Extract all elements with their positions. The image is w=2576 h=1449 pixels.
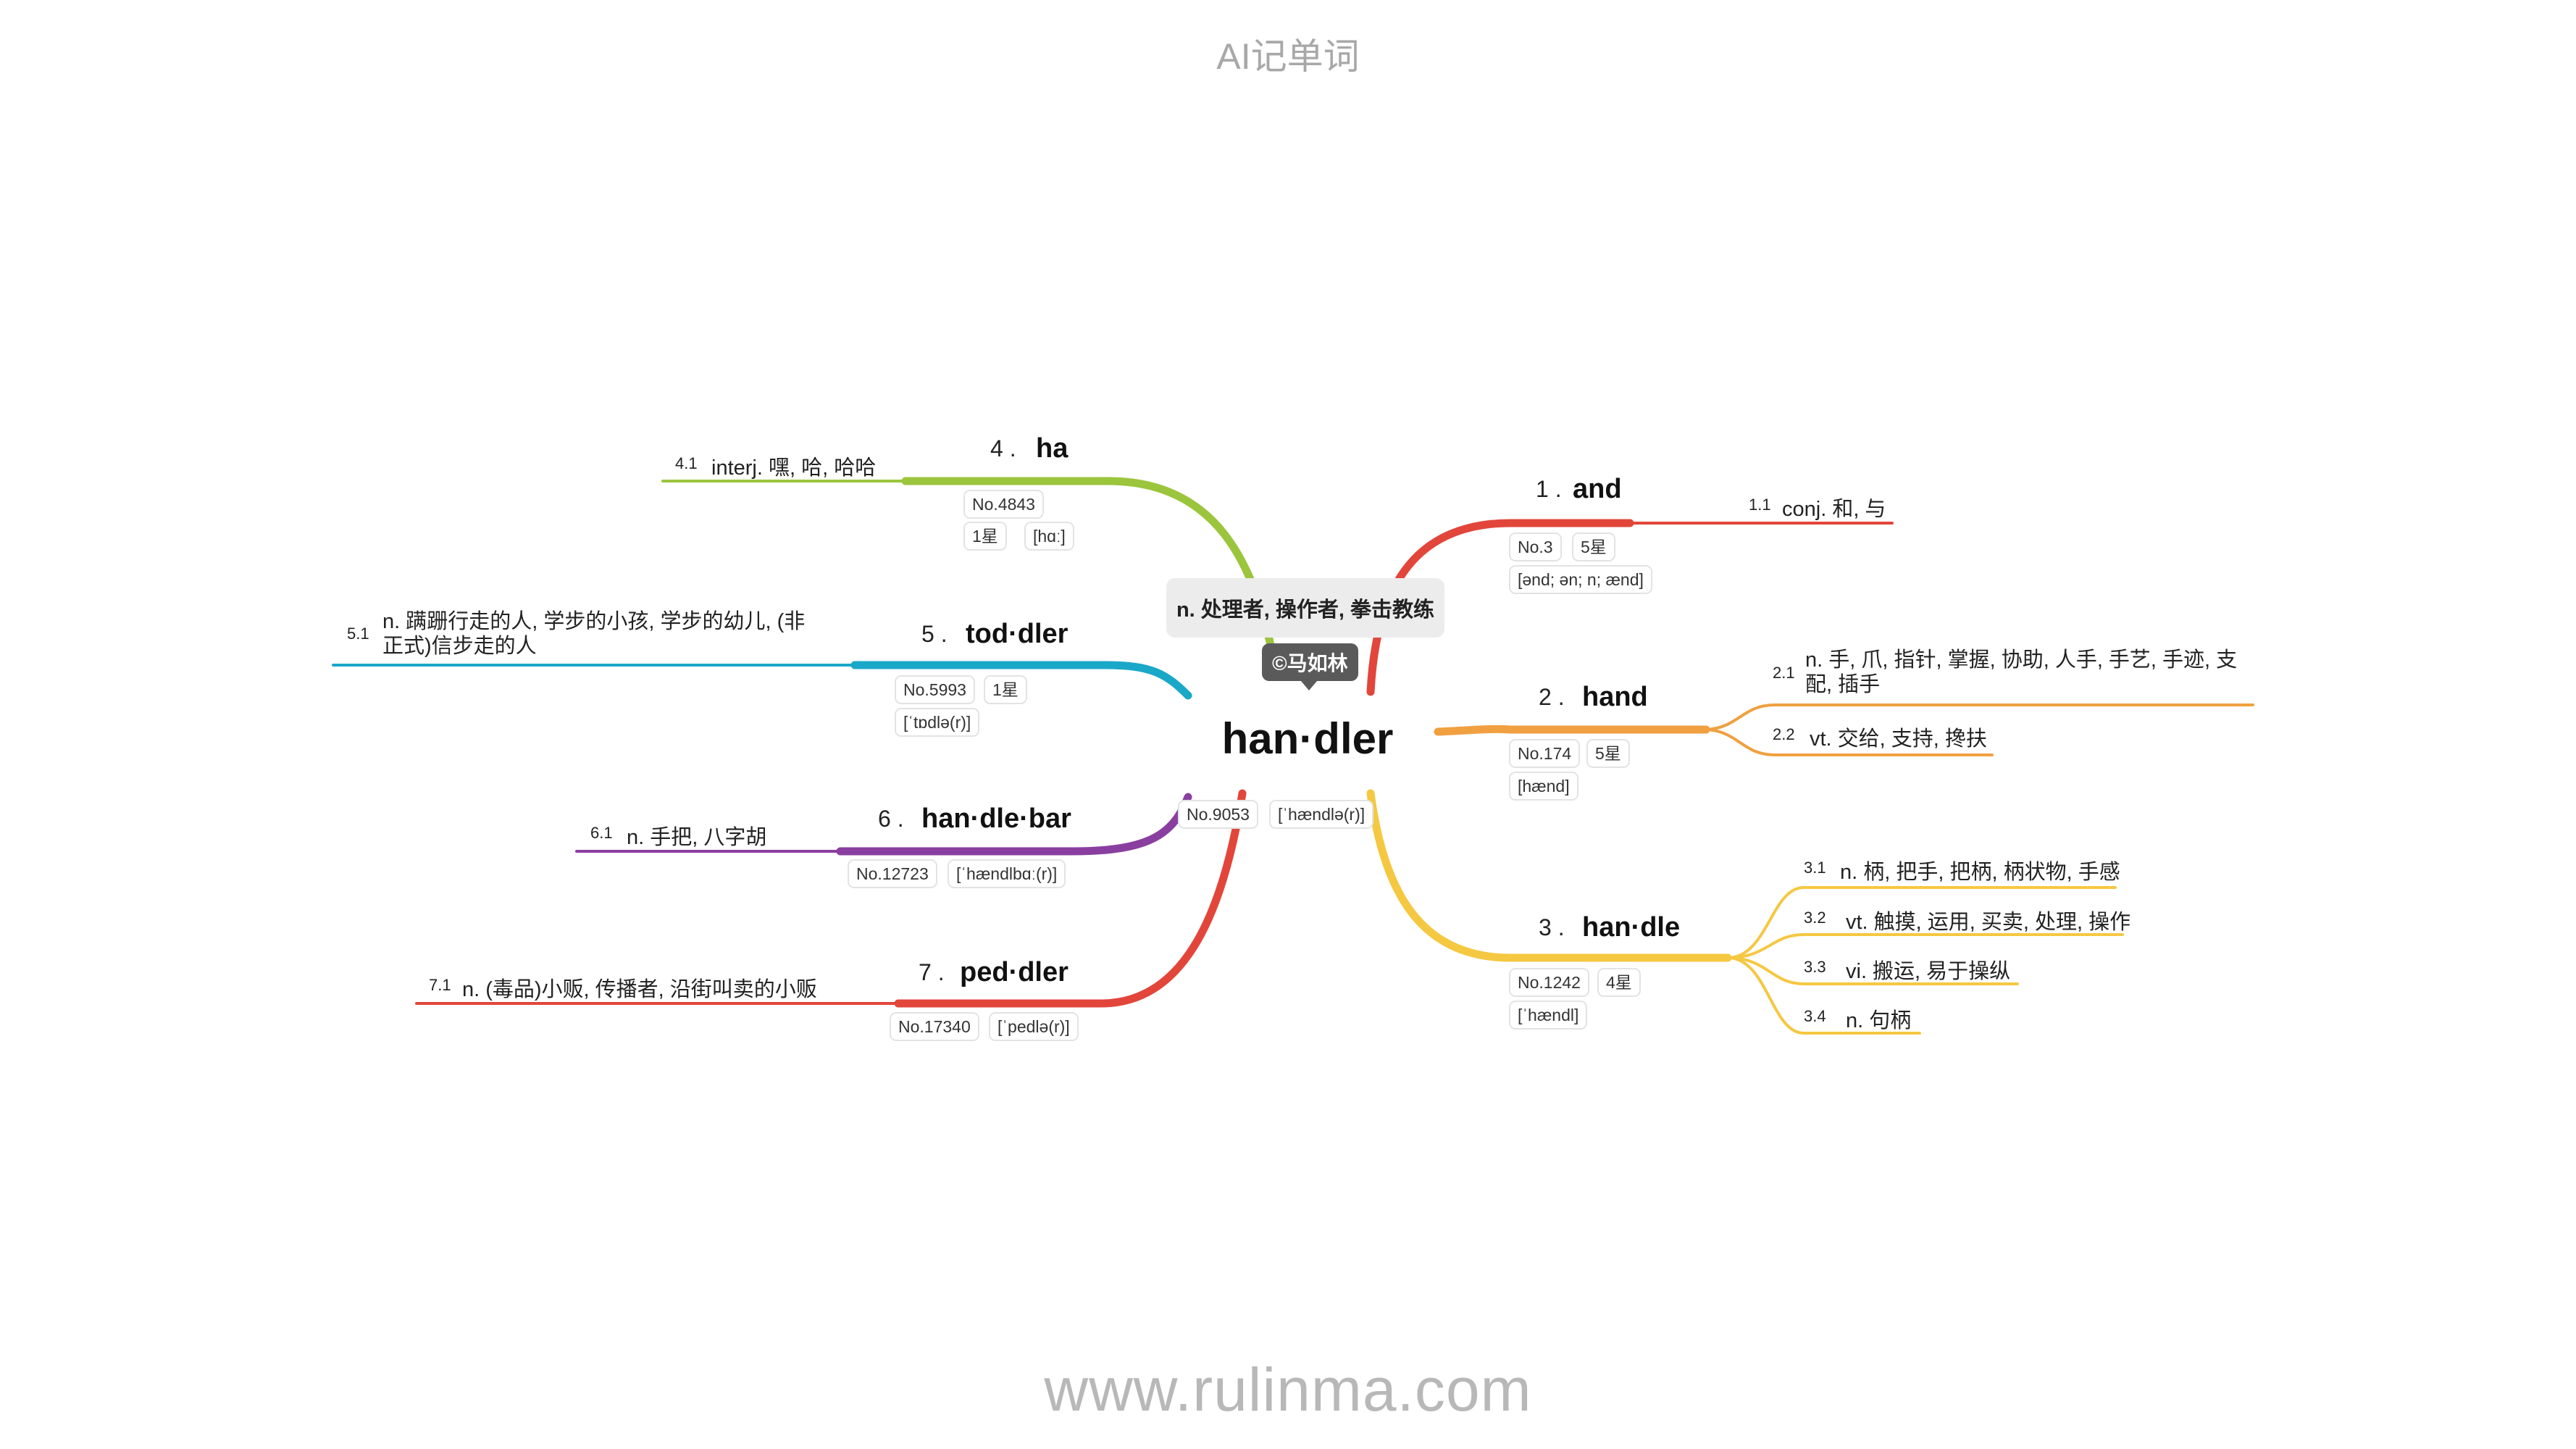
branch-5-index: 5 .	[921, 621, 948, 647]
sense-7-1-text: n. (毒品)小贩, 传播者, 沿街叫卖的小贩	[462, 978, 817, 1001]
branch-4-index: 4 .	[990, 435, 1016, 462]
branch-2-no-tag: No.174	[1509, 739, 1581, 768]
sense-3-4-number: 3.4	[1804, 1007, 1826, 1025]
sense-2-1-text: n. 手, 爪, 指针, 掌握, 协助, 人手, 手艺, 手迹, 支配, 插手	[1805, 648, 2238, 696]
center-phonetic-tag: [ˈhændlə(r)]	[1269, 800, 1374, 829]
branch-3-stars-tag: 4星	[1597, 968, 1641, 997]
branch-2-phonetic-tag: [hænd]	[1509, 772, 1578, 801]
sense-1-1-text: conj. 和, 与	[1782, 498, 1886, 521]
sense-6-1-text: n. 手把, 八字胡	[627, 826, 767, 849]
branch-2-sense-2-connector	[1705, 728, 1994, 756]
branch-3-word[interactable]: han·dle	[1582, 912, 1681, 943]
center-meaning-box: n. 处理者, 操作者, 拳击教练	[1166, 578, 1444, 638]
branch-1-word[interactable]: and	[1573, 474, 1622, 504]
footer-url: www.rulinma.com	[1044, 1356, 1532, 1424]
copyright-badge: ©马如林	[1262, 643, 1358, 681]
branch-1-connector	[1366, 519, 1634, 696]
sense-4-1-text: interj. 嘿, 哈, 哈哈	[711, 456, 877, 480]
branch-5-stars-tag: 1星	[984, 675, 1027, 704]
branch-4-stars-tag: 1星	[963, 522, 1007, 551]
branch-4-phonetic-tag: [hɑː]	[1024, 522, 1074, 551]
branch-1-no-tag: No.3	[1509, 533, 1562, 561]
center-meaning: n. 处理者, 操作者, 拳击教练	[1176, 598, 1435, 622]
branch-4-word[interactable]: ha	[1036, 433, 1069, 464]
branch-4-no-tag: No.4843	[963, 490, 1044, 519]
copyright-pointer	[1301, 681, 1317, 690]
branch-7-connector	[894, 789, 1247, 1008]
sense-2-2-number: 2.2	[1773, 725, 1795, 743]
branch-2-stars-tag: 5星	[1586, 739, 1630, 768]
sense-3-4-text: n. 句柄	[1846, 1009, 1912, 1032]
branch-7-index: 7 .	[919, 959, 945, 985]
branch-5-word[interactable]: tod·dler	[966, 619, 1069, 649]
branch-1-phonetic-tag: [ənd; ən; n; ænd]	[1509, 565, 1652, 594]
branch-3-connector	[1366, 789, 1732, 962]
sense-3-3-number: 3.3	[1804, 958, 1826, 976]
branch-2-word[interactable]: hand	[1582, 682, 1648, 712]
branch-3-sense-2-connector	[1726, 933, 2124, 959]
sense-3-2-text: vt. 触摸, 运用, 买卖, 处理, 操作	[1846, 911, 2131, 934]
branch-5-phonetic-tag: [ˈtɒdlə(r)]	[895, 708, 980, 737]
center-word[interactable]: han·dler	[1221, 714, 1394, 763]
sense-3-1-number: 3.1	[1804, 859, 1826, 877]
sense-4-1-number: 4.1	[675, 454, 698, 472]
copyright-text: ©马如林	[1272, 652, 1348, 675]
sense-5-1-text: n. 蹒跚行走的人, 学步的小孩, 学步的幼儿, (非正式)信步走的人	[382, 610, 806, 658]
branch-7-phonetic-tag: [ˈpedlə(r)]	[989, 1012, 1079, 1041]
sense-3-3-text: vi. 搬运, 易于操纵	[1846, 960, 2011, 983]
branch-1-stars-tag: 5星	[1572, 533, 1615, 561]
branch-3-sense-3-connector	[1726, 956, 2019, 985]
branch-2-connector	[1434, 724, 1710, 736]
branch-6-no-tag: No.12723	[848, 859, 937, 888]
branch-2-sense-1-connector	[1705, 703, 2254, 731]
sense-2-2-text: vt. 交给, 支持, 搀扶	[1810, 727, 1987, 751]
center-no-tag: No.9053	[1178, 800, 1258, 829]
branch-3-sense-4-connector	[1726, 956, 1921, 1035]
branch-3-index: 3 .	[1539, 914, 1565, 940]
sense-5-1-number: 5.1	[347, 625, 369, 643]
sense-7-1-number: 7.1	[429, 976, 451, 994]
sense-6-1-number: 6.1	[590, 824, 613, 842]
sense-1-1-number: 1.1	[1749, 496, 1771, 514]
sense-3-2-number: 3.2	[1804, 909, 1826, 927]
branch-6-word[interactable]: han·dle·bar	[921, 803, 1071, 834]
branch-5-no-tag: No.5993	[895, 675, 975, 704]
branch-3-no-tag: No.1242	[1509, 968, 1589, 997]
sense-3-1-text: n. 柄, 把手, 把柄, 柄状物, 手感	[1840, 861, 2120, 884]
branch-7-no-tag: No.17340	[890, 1012, 979, 1041]
branch-6-index: 6 .	[878, 806, 904, 832]
sense-2-1-number: 2.1	[1773, 664, 1795, 682]
branch-3-sense-1-connector	[1726, 886, 2117, 959]
branch-6-phonetic-tag: [ˈhændlbɑː(r)]	[948, 859, 1066, 888]
branch-7-word[interactable]: ped·dler	[960, 957, 1069, 987]
branch-5-connector	[850, 661, 1192, 700]
app-title: AI记单词	[1216, 36, 1360, 77]
branch-1-index: 1 .	[1536, 476, 1562, 502]
branch-2-index: 2 .	[1539, 684, 1565, 710]
branch-3-phonetic-tag: [ˈhændl]	[1509, 1001, 1588, 1030]
